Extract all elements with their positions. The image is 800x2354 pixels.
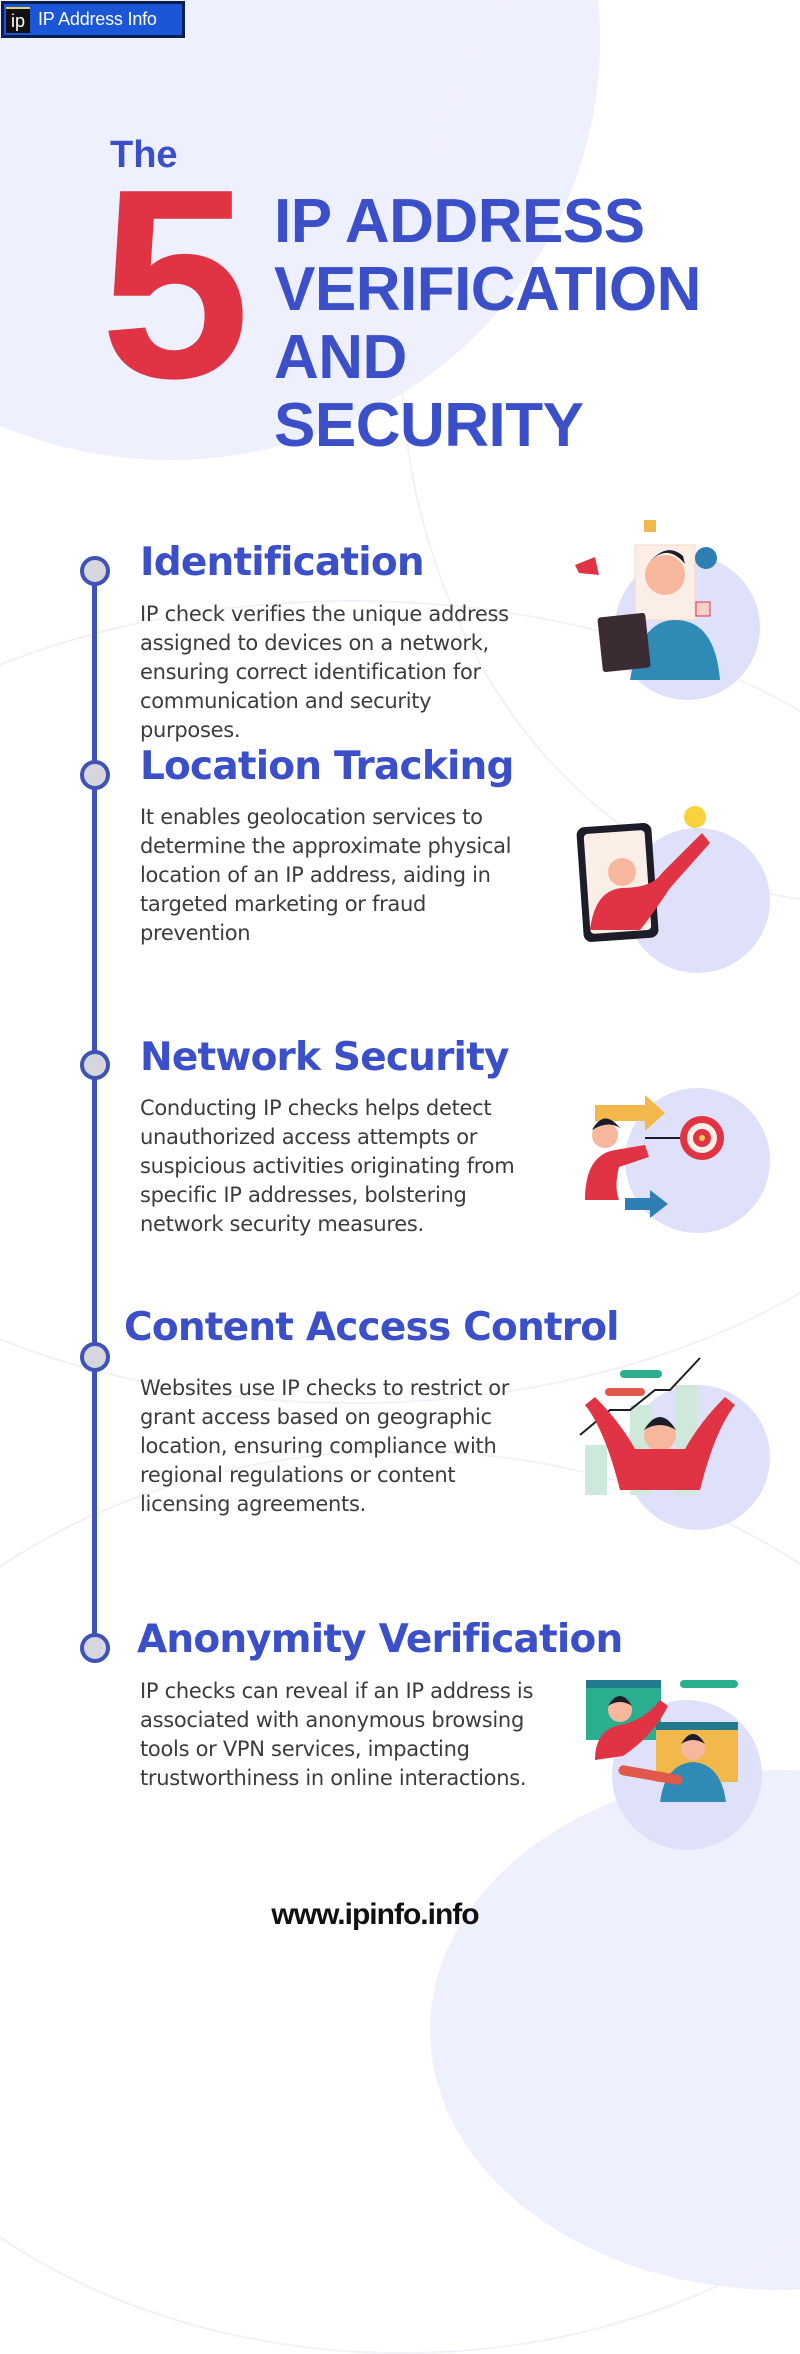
man-with-tablet-illustration	[560, 510, 770, 710]
section-description-anonymity-verification: IP checks can reveal if an IP address is…	[140, 1679, 534, 1790]
section-title-location-tracking: Location Tracking	[140, 744, 514, 789]
timeline-dot	[80, 1342, 110, 1372]
section-description-content-access-control: Websites use IP checks to restrict or gr…	[140, 1376, 510, 1516]
section-description-network-security: Conducting IP checks helps detect unauth…	[140, 1096, 515, 1236]
title-line: AND	[274, 323, 407, 392]
title-line: VERIFICATION	[274, 255, 701, 324]
section-description-location-tracking: It enables geolocation services to deter…	[140, 805, 512, 945]
woman-throwing-dart-at-target-illustration	[560, 1080, 770, 1250]
dart-target-icon	[585, 1095, 724, 1218]
woman-in-phone-with-lightbulb-illustration	[560, 790, 770, 973]
section-title-anonymity-verification: Anonymity Verification	[137, 1617, 623, 1662]
timeline-dot	[80, 760, 110, 790]
title-number-five: 5	[100, 134, 250, 435]
title-the: The	[110, 134, 178, 176]
section-title-identification: Identification	[140, 540, 425, 585]
woman-celebrating-growth-chart-illustration	[560, 1340, 770, 1530]
page-title: IP ADDRESS VERIFICATION AND SECURITY	[274, 188, 701, 460]
logo-text: IP Address Info	[38, 9, 157, 29]
two-people-browser-windows-illustration	[560, 1670, 770, 1850]
title-line: IP ADDRESS	[274, 187, 645, 256]
timeline-dot	[80, 556, 110, 586]
title-line: SECURITY	[274, 391, 584, 460]
section-title-network-security: Network Security	[140, 1035, 509, 1080]
man-with-tablet-icon	[575, 520, 720, 680]
browser-windows-people-icon	[586, 1680, 738, 1802]
timeline-dot	[80, 1050, 110, 1080]
section-title-content-access-control: Content Access Control	[124, 1305, 620, 1350]
woman-phone-lightbulb-icon	[576, 806, 710, 942]
section-description-identification: IP check verifies the unique address ass…	[140, 602, 509, 742]
website-url[interactable]: www.ipinfo.info	[271, 1898, 479, 1931]
ip-address-info-logo[interactable]: ip IP Address Info	[1, 1, 185, 38]
timeline-line	[92, 570, 97, 1646]
growth-chart-celebration-icon	[579, 1357, 735, 1495]
logo-ip-badge-icon: ip	[6, 6, 30, 33]
logo-inner: ip IP Address Info	[4, 4, 182, 35]
timeline-dot	[80, 1633, 110, 1663]
